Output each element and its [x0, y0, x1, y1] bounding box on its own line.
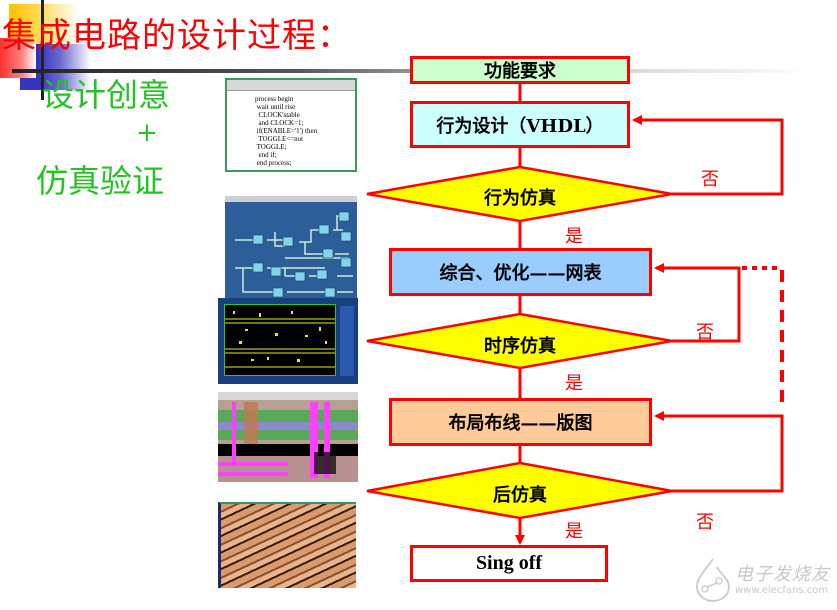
edge-label-yes-2: 是 — [565, 373, 583, 394]
decor-vertical-rule — [41, 0, 44, 100]
node-functional-requirements: 功能要求 — [410, 56, 630, 84]
routing-lines-icon — [225, 311, 335, 368]
decision-timing-sim-shape — [366, 312, 673, 370]
decor-yellow-block — [9, 4, 79, 44]
watermark-name: 电子发烧友 — [735, 564, 830, 585]
node-label: 功能要求 — [484, 61, 556, 82]
node-label: 行为设计（VHDL） — [436, 115, 604, 137]
node-post-sim: 后仿真 — [493, 485, 547, 506]
layout-mask-icon — [218, 392, 358, 482]
decision-behavioral-sim-shape — [366, 165, 673, 223]
node-timing-sim: 时序仿真 — [484, 336, 556, 357]
edge-label-no-1: 否 — [701, 169, 719, 190]
edge-label-yes-1: 是 — [565, 226, 583, 247]
left-text-simulation: 仿真验证 — [36, 162, 165, 200]
vhdl-code-thumbnail: process begin wait until rise CLOCK'stab… — [225, 78, 357, 172]
chip-die-photo-thumbnail — [218, 502, 356, 588]
node-label: 布局布线——版图 — [448, 413, 593, 434]
placement-routing-thumbnail — [218, 298, 358, 384]
decor-blue-block — [36, 44, 91, 90]
watermark-url: www.elecfans.com — [735, 585, 829, 596]
slide-title: 集成电路的设计过程： — [2, 16, 352, 56]
decor-blue-block-small — [20, 78, 44, 90]
schematic-gates-icon — [235, 211, 353, 298]
left-text-plus: + — [136, 118, 158, 148]
left-text-design-idea: 设计创意 — [42, 76, 171, 114]
node-place-route-layout: 布局布线——版图 — [389, 398, 652, 446]
node-synthesis-netlist: 综合、优化——网表 — [389, 248, 652, 296]
node-label: Sing off — [475, 552, 543, 574]
node-sign-off: Sing off — [410, 545, 608, 582]
layout-mask-thumbnail — [218, 392, 358, 482]
vhdl-code-text: process begin wait until rise CLOCK'stab… — [255, 95, 318, 167]
elecfans-watermark: 电子发烧友 www.elecfans.com — [695, 555, 830, 605]
edge-label-no-3: 否 — [696, 512, 714, 533]
gate-schematic-thumbnail — [225, 196, 357, 298]
node-behavioral-design: 行为设计（VHDL） — [410, 101, 630, 148]
node-label: 综合、优化——网表 — [439, 263, 602, 284]
decision-post-sim-shape — [366, 461, 673, 520]
edge-label-yes-3: 是 — [565, 521, 583, 542]
window-toolbar — [227, 80, 355, 91]
node-behavioral-sim: 行为仿真 — [484, 188, 556, 209]
edge-label-no-2: 否 — [696, 322, 714, 343]
elecfans-logo-icon — [695, 558, 731, 602]
